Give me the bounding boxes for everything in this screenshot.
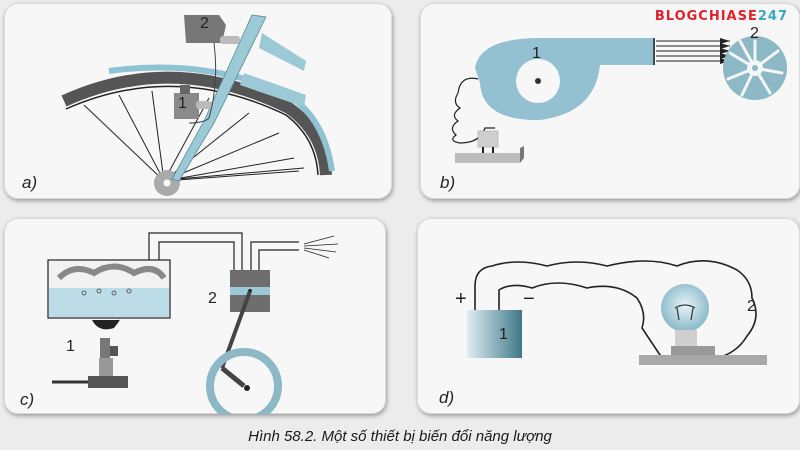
watermark-part2: 247: [757, 9, 788, 24]
plus-sign: +: [455, 288, 467, 310]
label-2-piston: 2: [208, 290, 217, 307]
label-1-dynamo: 1: [178, 95, 187, 112]
watermark-part1: BLOGCHIASE: [654, 9, 758, 24]
label-1-blower: 1: [532, 45, 541, 62]
steam-engine-illustration: [47, 232, 339, 414]
panel-letter-c: c): [20, 390, 35, 409]
label-2-headlamp: 2: [200, 15, 209, 32]
label-2-bulb: 2: [747, 298, 756, 315]
panel-c-steam-engine: 1 2 c): [4, 218, 386, 414]
blower-turbine-illustration: [451, 36, 787, 163]
panel-letter-d: d): [439, 388, 455, 407]
panel-letter-a: a): [22, 173, 38, 192]
minus-sign: −: [523, 288, 535, 310]
label-1-battery: 1: [499, 326, 508, 343]
blogchiase247-watermark: BLOGCHIASE247: [655, 9, 788, 24]
panel-d-battery-bulb: + − 1 2 d): [417, 218, 800, 414]
label-1-burner: 1: [66, 338, 75, 355]
label-2-turbine: 2: [750, 25, 759, 42]
panel-a-bicycle-dynamo: 2 1 a): [4, 3, 392, 199]
panel-b-blower-turbine: BLOGCHIASE247 1 2 b): [420, 3, 800, 199]
bicycle-dynamo-illustration: [61, 14, 335, 196]
battery-bulb-illustration: [467, 260, 767, 365]
figure-caption: Hình 58.2. Một số thiết bị biến đổi năng…: [248, 428, 552, 445]
panel-letter-b: b): [440, 173, 456, 192]
